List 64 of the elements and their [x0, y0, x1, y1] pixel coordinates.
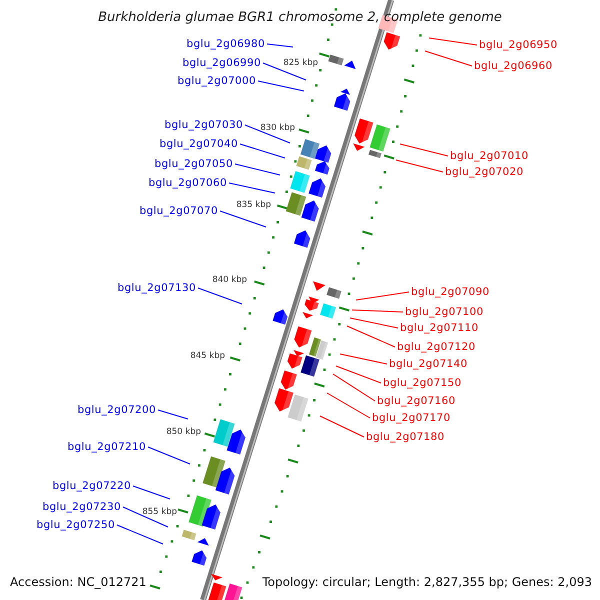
map-title: Burkholderia glumae BGR1 chromosome 2, complete genome: [97, 10, 503, 26]
gene-label: bglu_2g07230: [42, 501, 121, 513]
leader-line: [132, 486, 170, 500]
gene-label: bglu_2g07120: [397, 341, 476, 353]
gene-label: bglu_2g07020: [445, 166, 524, 178]
leader-line: [356, 292, 410, 300]
leader-line: [350, 318, 398, 328]
gene-label: bglu_2g06990: [182, 57, 261, 69]
gene-label: bglu_2g07150: [383, 377, 462, 389]
leader-line: [326, 392, 370, 418]
leader-line: [158, 410, 188, 420]
leader-line: [122, 506, 168, 528]
leader-line: [116, 524, 164, 544]
leader-line: [340, 354, 388, 364]
leader-line: [148, 446, 190, 464]
gene-label: bglu_2g07010: [450, 150, 528, 162]
leader-line: [244, 124, 290, 144]
position-label: 840 kbp: [212, 275, 247, 285]
leader-line: [228, 182, 276, 194]
gene-label: bglu_2g07160: [377, 395, 456, 407]
position-label: 830 kbp: [260, 123, 295, 133]
leader-line: [424, 50, 472, 66]
position-label: 845 kbp: [190, 351, 225, 361]
leader-line: [234, 164, 280, 176]
position-label: 825 kbp: [283, 58, 318, 68]
leader-line: [336, 366, 382, 384]
gene-label: bglu_2g07040: [160, 138, 238, 150]
gene-label: bglu_2g07060: [148, 177, 227, 189]
leader-line: [400, 144, 448, 156]
gene-label: bglu_2g07050: [154, 158, 233, 170]
leader-line: [428, 38, 478, 46]
leader-line: [198, 288, 242, 304]
leader-line: [332, 374, 376, 402]
position-label: 855 kbp: [142, 507, 177, 517]
gene-label: bglu_2g07220: [52, 480, 131, 492]
gene-label: bglu_2g07100: [405, 306, 484, 318]
gene-label: bglu_2g07250: [36, 519, 115, 531]
leader-line: [262, 62, 306, 80]
gene-label: bglu_2g07180: [366, 431, 444, 443]
gene-label: bglu_2g07090: [411, 286, 490, 298]
genome-summary-text: Topology: circular; Length: 2,827,355 bp; Genes: 2,093: [262, 575, 592, 589]
gene-label: bglu_2g07070: [140, 205, 218, 217]
leader-line: [258, 80, 304, 92]
leader-line: [240, 144, 286, 158]
gene-label: bglu_2g07030: [164, 119, 243, 131]
gene-label: bglu_2g07170: [372, 412, 450, 424]
leader-line: [220, 210, 266, 228]
gene-label: bglu_2g07140: [389, 358, 468, 370]
gene-label: bglu_2g07110: [400, 322, 478, 334]
position-label: 835 kbp: [236, 200, 271, 210]
gene-label: bglu_2g07130: [118, 282, 196, 294]
gene-label: bglu_2g07210: [68, 441, 146, 453]
gene-label: bglu_2g07000: [178, 75, 256, 87]
gene-label: bglu_2g07200: [78, 404, 156, 416]
leader-line: [352, 310, 404, 312]
leader-line: [320, 416, 364, 438]
leader-line: [396, 160, 444, 172]
position-label: 850 kbp: [166, 427, 201, 437]
leader-line: [266, 44, 294, 48]
gene-label: bglu_2g06950: [479, 39, 558, 51]
accession-text: Accession: NC_012721: [10, 575, 146, 589]
gene-label: bglu_2g06960: [474, 60, 552, 72]
leader-line: [346, 326, 396, 348]
gene-label: bglu_2g06980: [186, 38, 265, 50]
